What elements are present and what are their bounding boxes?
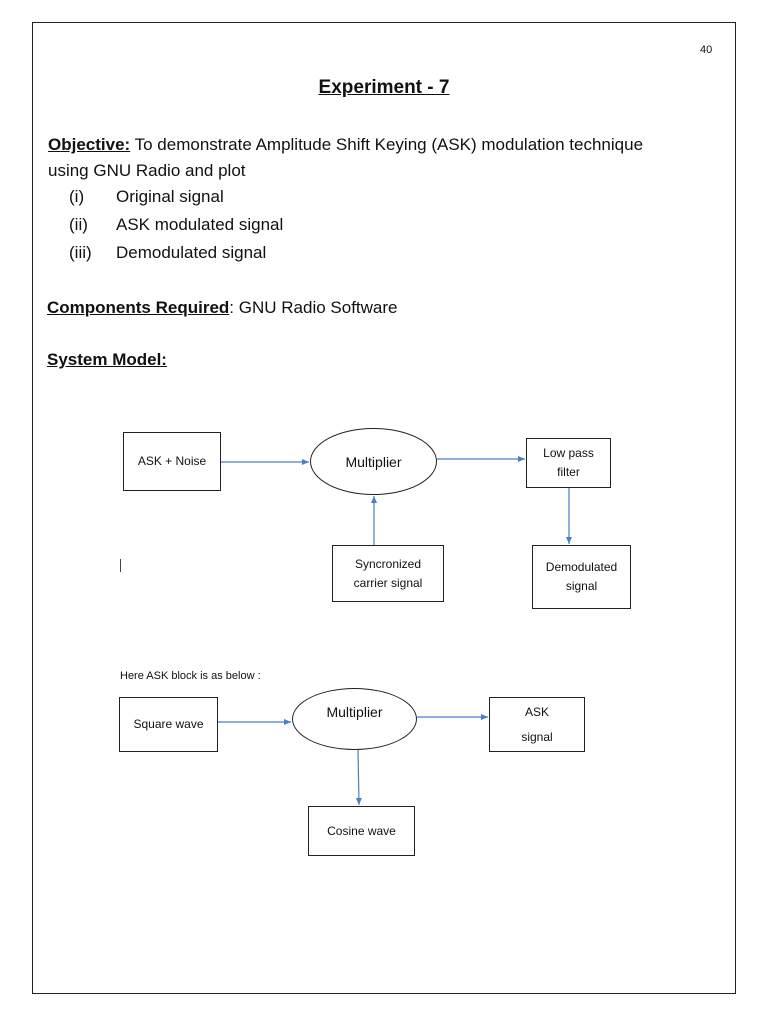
ask-noise-label: ASK + Noise (137, 454, 207, 469)
page-title: Experiment - 7 (318, 77, 450, 98)
objective-line-1: Objective: To demonstrate Amplitude Shif… (48, 135, 643, 155)
lpf-label-line-1: Low pass (543, 446, 594, 461)
list-item-text-1: Original signal (116, 187, 224, 206)
multiplier-label-2: Multiplier (326, 704, 383, 720)
list-item-num-1: (i) (69, 187, 85, 206)
multiplier-block-2: Multiplier (292, 688, 417, 750)
ask-signal-label-line-2: signal (521, 729, 553, 744)
components-label: Components Required (47, 298, 230, 317)
multiplier-label-1: Multiplier (345, 453, 402, 470)
square-wave-block: Square wave (119, 697, 218, 752)
page-border (32, 22, 736, 994)
square-wave-label: Square wave (133, 717, 204, 732)
page-number: 40 (700, 44, 713, 56)
lpf-label-line-2: filter (557, 465, 580, 479)
demodulated-signal-block: Demodulated signal (532, 545, 631, 609)
carrier-signal-block: Syncronized carrier signal (332, 545, 444, 602)
list-item-num-2: (ii) (69, 215, 88, 234)
cosine-wave-label: Cosine wave (327, 823, 396, 838)
low-pass-filter-block: Low pass filter (526, 438, 611, 488)
arrow-multiplier-to-cosine (355, 749, 362, 806)
cosine-wave-block: Cosine wave (308, 806, 415, 856)
carrier-label-line-1: Syncronized (354, 556, 422, 571)
ask-signal-block: ASK signal (489, 697, 585, 752)
demod-label-line-2: signal (565, 579, 598, 593)
text-cursor-mark (120, 559, 121, 572)
objective-line-2: using GNU Radio and plot (48, 161, 246, 180)
list-item-text-3: Demodulated signal (116, 243, 267, 262)
carrier-label-line-2: carrier signal (353, 575, 423, 590)
components-colon: : (229, 298, 235, 317)
ask-signal-label-line-1: ASK (524, 704, 549, 719)
objective-label: Objective: (48, 135, 131, 154)
system-model-heading: System Model: (47, 350, 167, 369)
components-text: GNU Radio Software (234, 298, 398, 317)
objective-text-1: To demonstrate Amplitude Shift Keying (A… (130, 135, 644, 154)
multiplier-block-1: Multiplier (310, 428, 437, 495)
demod-label-line-1: Demodulated (545, 560, 618, 575)
ask-noise-block: ASK + Noise (123, 432, 221, 491)
components-line: Components Required: GNU Radio Software (47, 298, 397, 318)
list-item-text-2: ASK modulated signal (116, 215, 284, 234)
list-item-num-3: (iii) (69, 243, 92, 262)
ask-block-caption: Here ASK block is as below : (120, 670, 261, 682)
